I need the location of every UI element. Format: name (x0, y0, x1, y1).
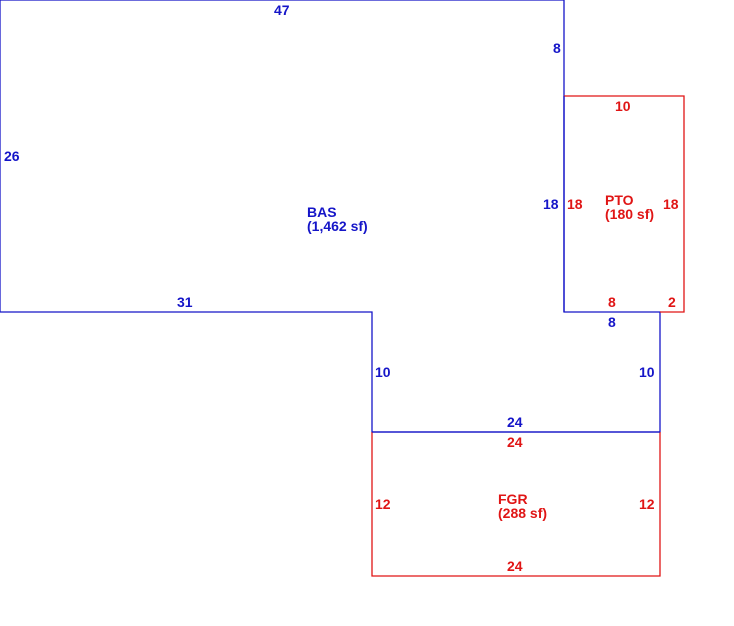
bas-area-code: BAS (307, 204, 337, 220)
pto-dim-top: 10 (615, 98, 631, 114)
fgr-dim-top: 24 (507, 434, 523, 450)
fgr-outline (371, 432, 661, 577)
fgr-dim-left: 12 (375, 496, 391, 512)
fgr-area-size: (288 sf) (498, 505, 548, 521)
bas-area-label: BAS (1,462 sf) (307, 205, 368, 233)
bas-dim-bottom-left: 31 (177, 294, 193, 310)
pto-dim-left: 18 (567, 196, 583, 212)
bas-dim-left: 26 (4, 148, 20, 164)
fgr-dim-right: 12 (639, 496, 655, 512)
pto-area-size: (180 sf) (605, 206, 655, 222)
pto-outline (564, 95, 685, 313)
pto-area-label: PTO (180 sf) (605, 193, 654, 221)
bas-dim-notch-left: 10 (375, 364, 391, 380)
fgr-area-code: FGR (498, 491, 528, 507)
bas-area-size: (1,462 sf) (307, 218, 368, 234)
bas-dim-notch-right: 10 (639, 364, 655, 380)
pto-dim-bottom: 8 (608, 294, 616, 310)
bas-dim-notch-bottom: 24 (507, 414, 523, 430)
bas-dim-right-at-pto: 18 (543, 196, 559, 212)
pto-dim-bottom-right: 2 (668, 294, 676, 310)
pto-dim-right: 18 (663, 196, 679, 212)
fgr-area-label: FGR (288 sf) (498, 492, 547, 520)
bas-dim-upper-right: 8 (553, 40, 561, 56)
bas-dim-top: 47 (274, 2, 290, 18)
fgr-dim-bottom: 24 (507, 558, 523, 574)
pto-area-code: PTO (605, 192, 634, 208)
bas-dim-step-bottom: 8 (608, 314, 616, 330)
